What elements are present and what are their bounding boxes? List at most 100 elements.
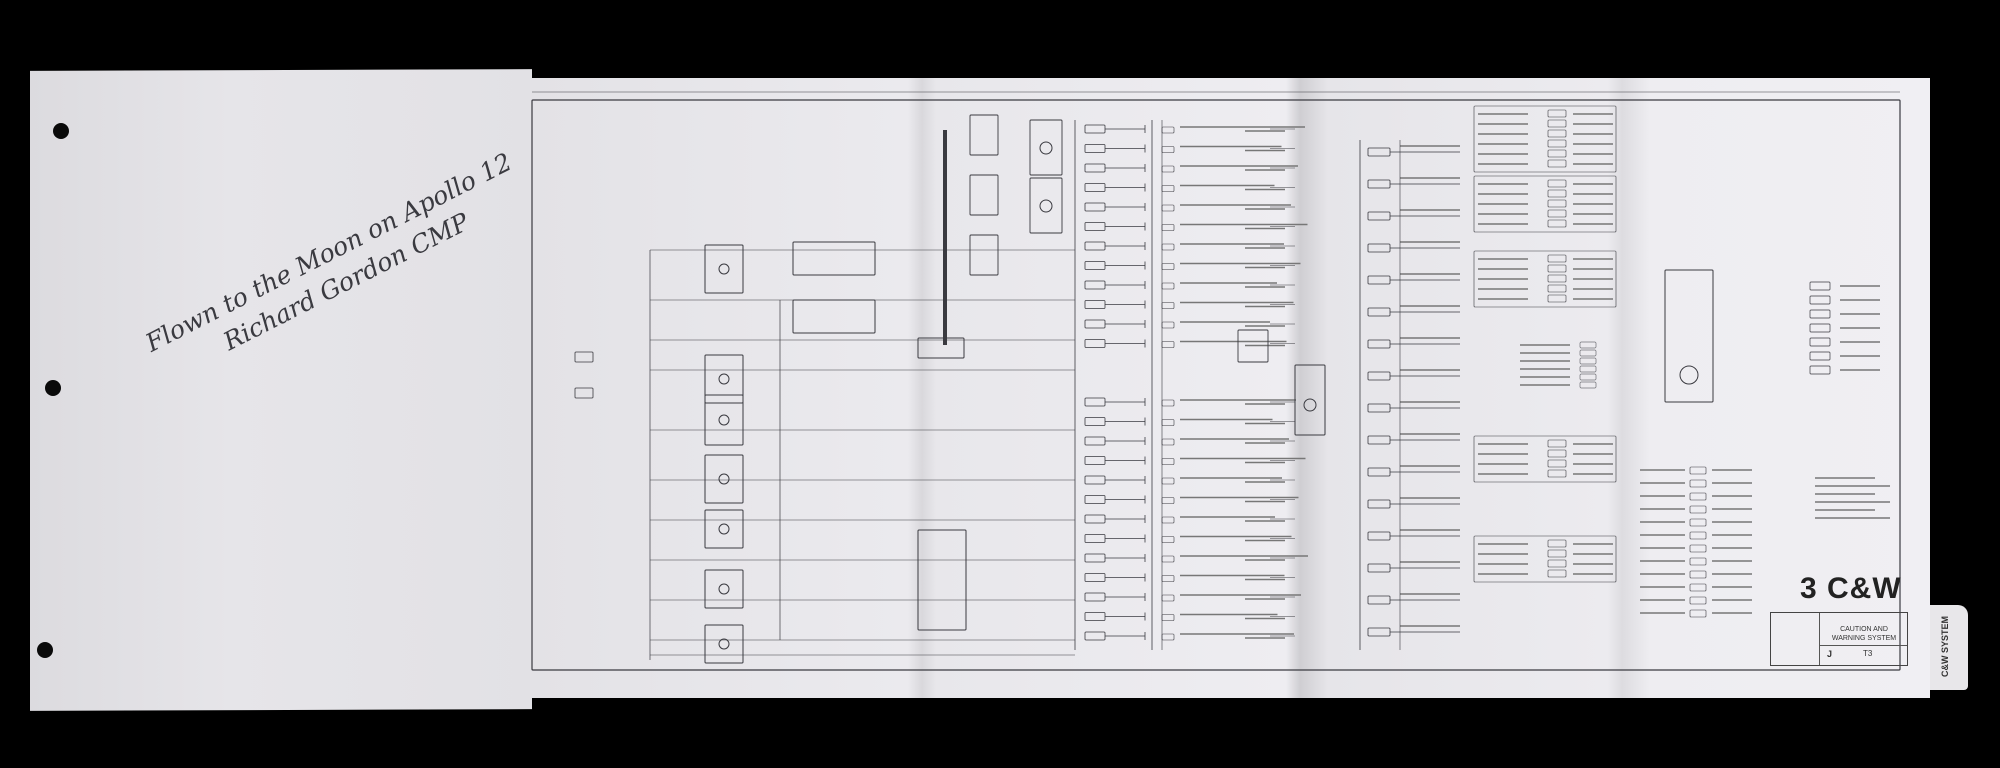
relay-box <box>1367 371 1391 381</box>
gate-box <box>1161 341 1175 348</box>
relay-box <box>1367 467 1391 477</box>
lamp-driver <box>1579 357 1597 365</box>
relay-box <box>1367 499 1391 509</box>
section-title: 3 C&W <box>1800 572 1902 605</box>
relay-box <box>1689 544 1707 553</box>
relay-box <box>1084 475 1106 485</box>
annunciator-box <box>1029 119 1063 176</box>
lamp-driver <box>1579 381 1597 389</box>
annunciator-box <box>704 394 744 446</box>
relay-box <box>1084 514 1106 524</box>
relay-box <box>1689 466 1707 475</box>
relay-box <box>1367 563 1391 573</box>
lamp-driver <box>1547 274 1567 283</box>
relay-box <box>1689 570 1707 579</box>
annunciator-box <box>969 114 999 156</box>
relay-box <box>1689 596 1707 605</box>
relay-box <box>1084 124 1106 134</box>
lamp-driver <box>1579 349 1597 357</box>
relay-box <box>1689 479 1707 488</box>
lamp-driver <box>1547 549 1567 558</box>
annunciator-box <box>969 174 999 216</box>
lamp-symbol <box>718 638 730 650</box>
lamp-driver <box>1547 539 1567 548</box>
lamp-driver <box>1547 459 1567 468</box>
lamp-driver <box>1547 189 1567 198</box>
punch-hole <box>37 642 53 658</box>
relay-box <box>1084 631 1106 641</box>
gate-box <box>1161 185 1175 192</box>
relay-box <box>1809 337 1831 347</box>
title-block: CAUTION AND WARNING SYSTEM J T3 <box>1770 612 1908 666</box>
gate-box <box>1161 536 1175 543</box>
gate-box <box>1161 575 1175 582</box>
lamp-symbol <box>1039 141 1053 155</box>
relay-box <box>1084 183 1106 192</box>
lamp-driver <box>1547 199 1567 208</box>
power-supply-box <box>792 241 876 276</box>
gate-box <box>1161 146 1175 153</box>
gate-box <box>1161 165 1175 173</box>
gate-box <box>1161 614 1175 621</box>
relay-box <box>1084 573 1106 582</box>
annunciator-box <box>704 509 744 549</box>
annunciator-box <box>704 569 744 609</box>
annunciator-box <box>704 454 744 504</box>
relay-box <box>1084 612 1106 621</box>
lamp-driver <box>1547 569 1567 578</box>
lamp-driver <box>1547 159 1567 168</box>
relay-box <box>1809 281 1831 291</box>
lamp-driver <box>1547 439 1567 448</box>
revision-letter: J <box>1827 649 1833 659</box>
lamp-symbol <box>718 583 730 595</box>
relay-box <box>1367 595 1391 605</box>
relay-box <box>1084 397 1106 407</box>
gate-box <box>1161 438 1175 446</box>
relay-box <box>1084 456 1106 465</box>
annunciator-box <box>969 234 999 276</box>
relay-box <box>1084 241 1106 251</box>
lamp-driver <box>1547 284 1567 293</box>
gate-box <box>1161 224 1175 231</box>
lamp-driver <box>1547 559 1567 568</box>
relay-box <box>1689 531 1707 540</box>
annunciator-box <box>1237 329 1269 363</box>
drawing-border <box>531 99 1901 671</box>
relay-box <box>1689 583 1707 592</box>
relay-box <box>1367 307 1391 317</box>
lamp-driver <box>1579 365 1597 373</box>
index-tab: C&W SYSTEM <box>1930 605 1968 690</box>
lamp-group <box>1473 250 1617 308</box>
lamp-driver <box>1547 109 1567 118</box>
relay-box <box>1689 518 1707 527</box>
gate-box <box>1161 126 1175 134</box>
gate-box <box>1161 458 1175 465</box>
relay-box <box>1367 243 1391 253</box>
gate-box <box>1161 399 1175 407</box>
relay-box <box>1689 557 1707 566</box>
lamp-symbol <box>718 523 730 535</box>
gate-box <box>1161 633 1175 641</box>
annunciator-box <box>1029 177 1063 234</box>
annunciator-box <box>1294 364 1326 436</box>
relay-box <box>1084 222 1106 231</box>
annunciator-box <box>704 624 744 664</box>
lamp-symbol <box>1679 365 1699 385</box>
punch-hole <box>53 123 69 139</box>
gate-box <box>1161 243 1175 251</box>
relay-box <box>1084 534 1106 543</box>
lamp-driver <box>1579 341 1597 349</box>
lamp-group <box>1473 105 1617 173</box>
relay-box <box>1689 505 1707 514</box>
gate-box <box>1161 419 1175 426</box>
lamp-symbol <box>718 263 730 275</box>
relay-box <box>1367 147 1391 157</box>
lamp-driver <box>1547 469 1567 478</box>
relay-box <box>1689 492 1707 501</box>
relay-box <box>1809 295 1831 305</box>
lamp-driver <box>1547 449 1567 458</box>
lamp-driver <box>1547 139 1567 148</box>
relay-box <box>1367 435 1391 445</box>
lamp-driver <box>1547 264 1567 273</box>
relay-box <box>1367 403 1391 413</box>
